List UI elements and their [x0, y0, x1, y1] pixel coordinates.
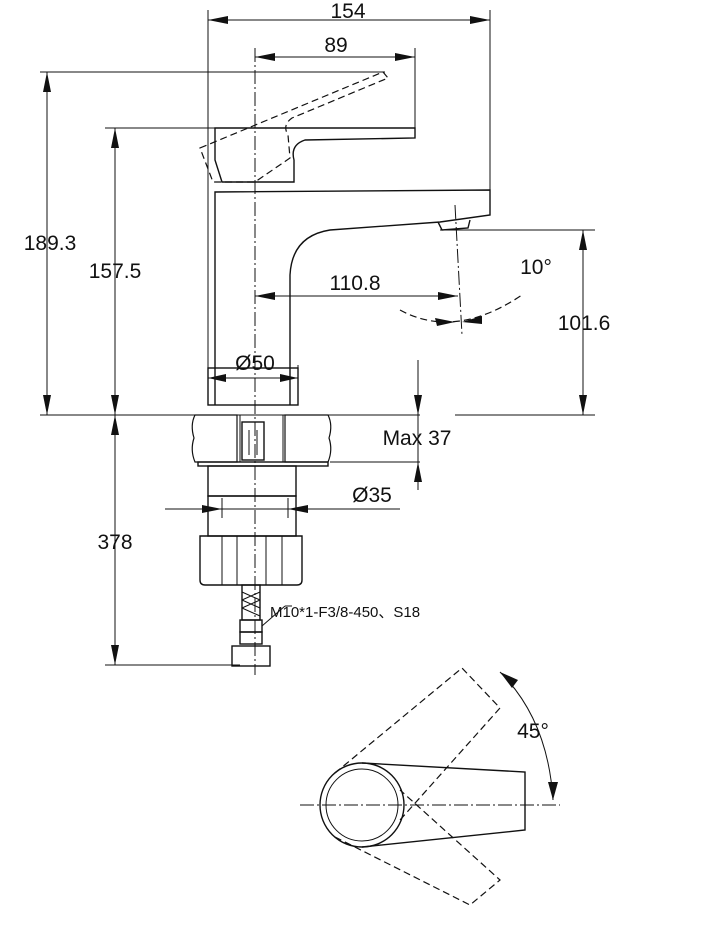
dim-shank-diameter: Ø35: [352, 484, 392, 507]
dimension-lines: [43, 16, 587, 665]
handle-top-view: [300, 667, 560, 906]
dim-overall-width: 154: [330, 0, 365, 23]
hose-spec-label: M10*1-F3/8-450、S18: [270, 604, 420, 621]
dim-spout-angle: 10°: [520, 256, 552, 279]
countertop: [191, 414, 332, 467]
extension-lines: [40, 10, 595, 666]
dim-handle-reach: 89: [324, 34, 347, 57]
dim-body-height: 157.5: [89, 260, 142, 283]
hose: [231, 584, 292, 667]
dim-spout-reach: 110.8: [330, 272, 381, 295]
dim-spout-height: 101.6: [558, 312, 611, 335]
dim-overall-height: 189.3: [24, 232, 77, 255]
dim-max-counter: Max 37: [383, 427, 452, 450]
dim-base-diameter: Ø50: [235, 352, 275, 375]
dim-handle-rotation: 45°: [517, 720, 549, 743]
dim-below-counter: 378: [97, 531, 132, 554]
shank-nut: [199, 465, 303, 586]
faucet-body: [207, 189, 491, 406]
handle: [199, 71, 416, 183]
